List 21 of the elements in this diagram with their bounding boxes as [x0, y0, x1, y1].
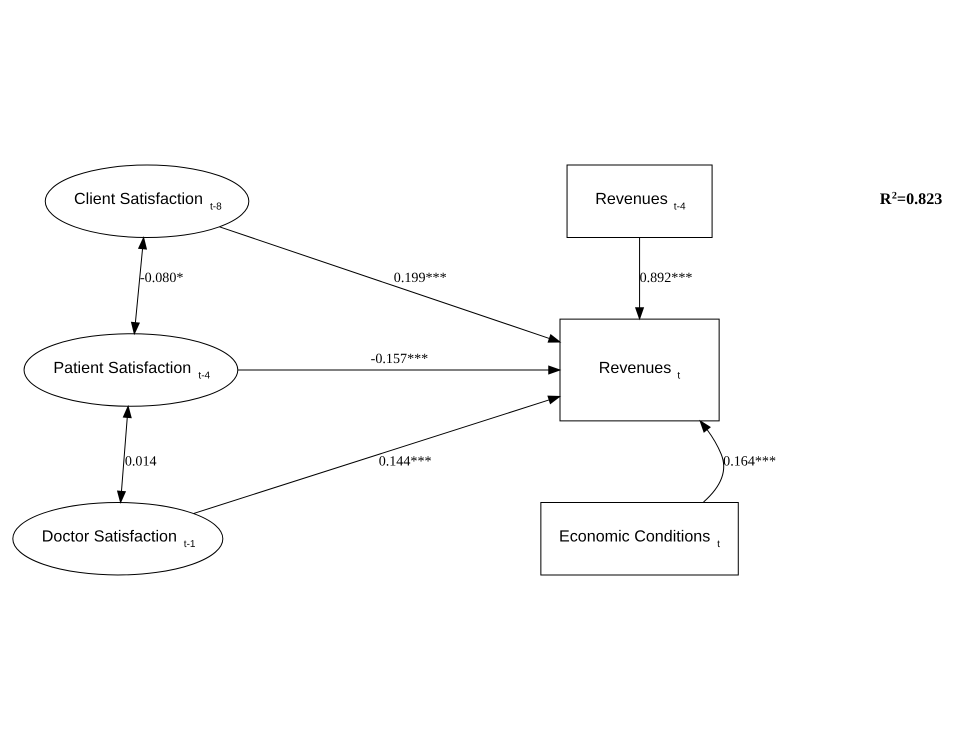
edge-label: 0.892*** — [640, 270, 692, 286]
edge-label: 0.144*** — [378, 453, 432, 470]
arrow — [699, 420, 724, 502]
arrow — [219, 226, 562, 343]
arrow — [130, 236, 148, 336]
node-ellipse: Doctor Satisfaction $_{t-1}$ — [12, 502, 224, 576]
edge-label: -0.080* — [140, 270, 184, 286]
edge-label: -0.157*** — [370, 351, 428, 368]
edge-label: 0.014 — [124, 453, 157, 470]
arrow — [194, 396, 562, 514]
edge-label: 0.199*** — [394, 270, 447, 286]
arrow — [634, 238, 644, 320]
node-box: Economic Conditions $_{t}$ — [540, 502, 739, 576]
node-ellipse: Patient Satisfaction $_{t-4}$ — [24, 333, 238, 407]
node-box: Revenues $_{t-4}$ — [566, 164, 713, 238]
label: R$^{2}$=0.823 — [880, 190, 942, 208]
edge-label: 0.164*** — [723, 453, 776, 470]
node-ellipse: Client Satisfaction $_{t-8}$ — [44, 164, 250, 238]
arrow — [116, 404, 132, 504]
node-box: Revenues $_{t}$ — [560, 318, 720, 422]
arrow — [238, 365, 562, 375]
